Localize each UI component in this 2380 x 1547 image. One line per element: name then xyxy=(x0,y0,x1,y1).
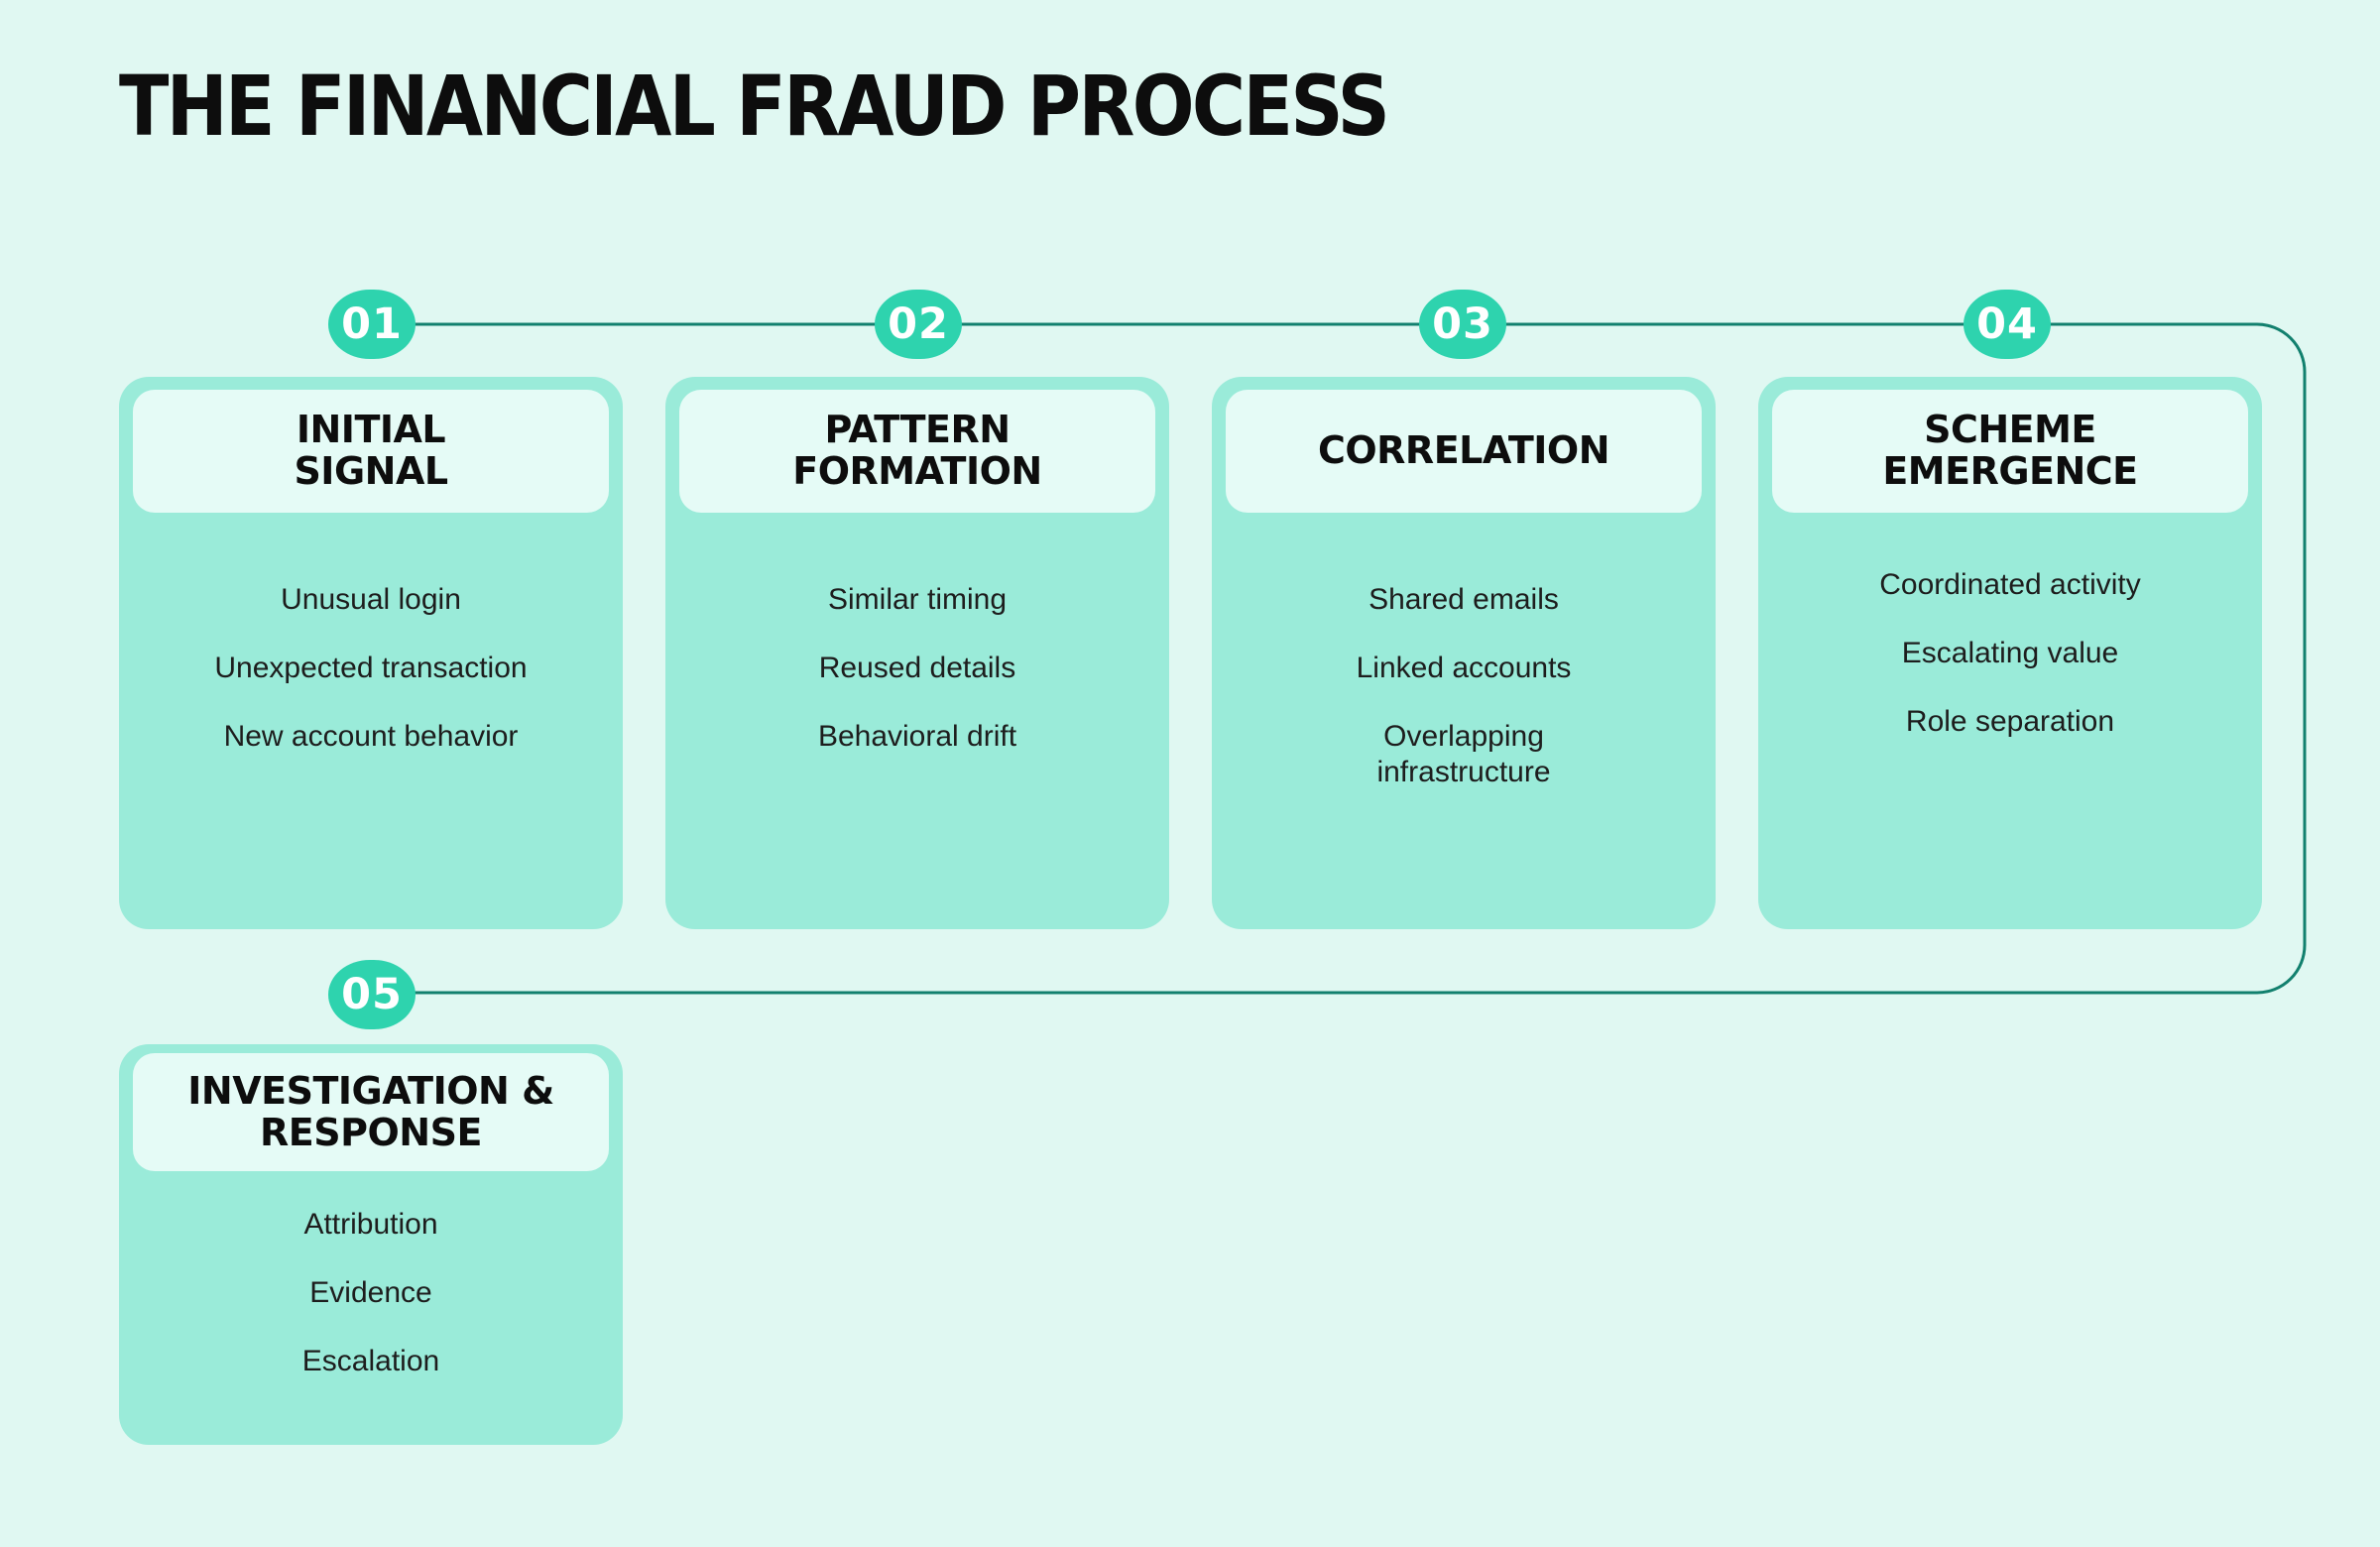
card-title: PATTERN FORMATION xyxy=(679,390,1155,513)
step-number: 03 xyxy=(1432,299,1493,349)
card-item: Coordinated activity xyxy=(1879,568,2141,601)
step-badge-1: 01 xyxy=(328,290,416,359)
step-badge-3: 03 xyxy=(1419,290,1506,359)
step-card-pattern-formation: PATTERN FORMATION Similar timing Reused … xyxy=(665,377,1169,929)
card-item: Unexpected transaction xyxy=(214,652,528,684)
card-item: Escalation xyxy=(301,1345,440,1377)
card-item: Linked accounts xyxy=(1356,652,1572,684)
step-number: 04 xyxy=(1976,299,2038,349)
card-item-list: Shared emails Linked accounts Overlappin… xyxy=(1212,582,1716,790)
card-item-list: Coordinated activity Escalating value Ro… xyxy=(1758,567,2262,740)
connector-line xyxy=(372,322,2307,995)
card-title: INITIAL SIGNAL xyxy=(133,390,609,513)
card-item: Attribution xyxy=(303,1208,438,1241)
card-title: SCHEME EMERGENCE xyxy=(1772,390,2248,513)
card-item: Role separation xyxy=(1905,705,2115,738)
step-card-initial-signal: INITIAL SIGNAL Unusual login Unexpected … xyxy=(119,377,623,929)
step-number: 01 xyxy=(341,299,403,349)
card-title: INVESTIGATION & RESPONSE xyxy=(133,1053,609,1171)
step-card-scheme-emergence: SCHEME EMERGENCE Coordinated activity Es… xyxy=(1758,377,2262,929)
step-badge-5: 05 xyxy=(328,960,416,1029)
card-item: New account behavior xyxy=(223,720,519,753)
card-item-list: Similar timing Reused details Behavioral… xyxy=(665,582,1169,755)
card-title: CORRELATION xyxy=(1226,390,1702,513)
step-card-investigation-response: INVESTIGATION & RESPONSE Attribution Evi… xyxy=(119,1044,623,1445)
step-card-correlation: CORRELATION Shared emails Linked account… xyxy=(1212,377,1716,929)
card-item: Shared emails xyxy=(1368,583,1559,616)
step-badge-4: 04 xyxy=(1964,290,2051,359)
step-number: 02 xyxy=(888,299,949,349)
card-item: Overlapping infrastructure xyxy=(1376,720,1551,788)
page-title: THE FINANCIAL FRAUD PROCESS xyxy=(119,58,1390,155)
card-item: Reused details xyxy=(818,652,1016,684)
card-item: Unusual login xyxy=(281,583,461,616)
card-item-list: Unusual login Unexpected transaction New… xyxy=(119,582,623,755)
step-number: 05 xyxy=(341,970,403,1019)
step-badge-2: 02 xyxy=(875,290,962,359)
card-item: Evidence xyxy=(309,1276,432,1309)
card-item: Similar timing xyxy=(827,583,1008,616)
card-item: Behavioral drift xyxy=(817,720,1017,753)
card-item-list: Attribution Evidence Escalation xyxy=(119,1207,623,1379)
card-item: Escalating value xyxy=(1901,637,2119,669)
